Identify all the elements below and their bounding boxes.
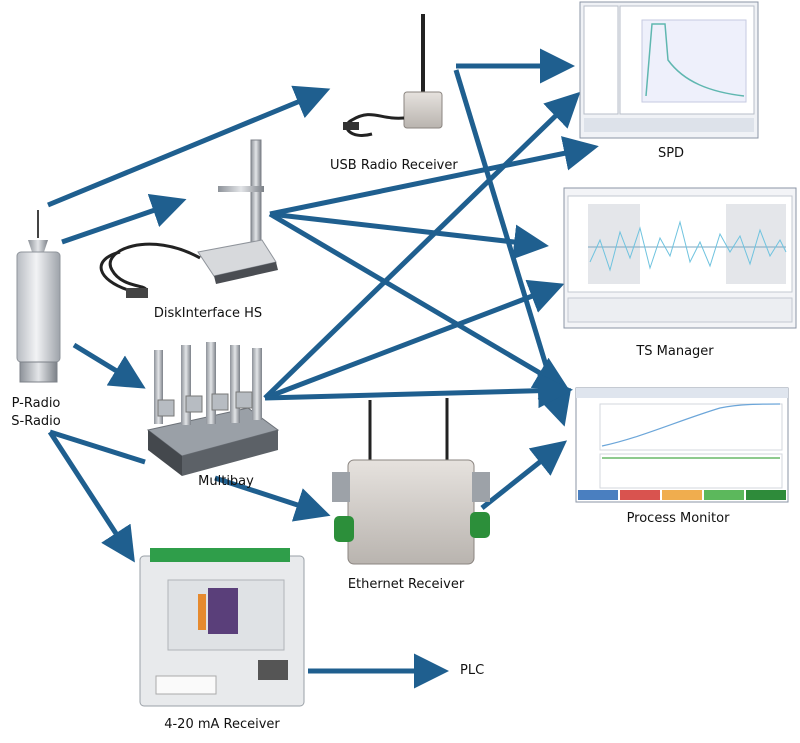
edge-multibay-side bbox=[49, 429, 146, 465]
multibay-device bbox=[146, 342, 280, 476]
edge-ethernet-process-monitor bbox=[480, 440, 568, 510]
label-ethernet-receiver: Ethernet Receiver bbox=[347, 577, 465, 592]
edge-multibay-spd bbox=[263, 91, 581, 400]
label-process-monitor: Process Monitor bbox=[626, 511, 730, 526]
diskinterface-hs-device bbox=[99, 139, 278, 298]
edge-diskinterface-spd bbox=[269, 136, 599, 217]
spd-window bbox=[579, 1, 759, 139]
edge-multibay-process-monitor bbox=[264, 373, 573, 409]
ethernet-receiver-device bbox=[332, 398, 490, 565]
ts-manager-window bbox=[563, 187, 797, 329]
edge-p-radio-diskinterface bbox=[61, 193, 187, 245]
edge-diskinterface-process-monitor bbox=[268, 211, 570, 391]
edges bbox=[47, 48, 599, 689]
label-diskinterface-hs: DiskInterface HS bbox=[153, 306, 263, 321]
radio-probe-device bbox=[16, 210, 61, 383]
label-spd: SPD bbox=[657, 146, 685, 161]
usb-radio-receiver-device bbox=[343, 14, 443, 137]
ma-receiver-device bbox=[139, 548, 305, 707]
label-plc: PLC bbox=[460, 663, 485, 678]
edge-multibay-ts bbox=[264, 279, 565, 401]
process-monitor-window bbox=[575, 387, 789, 503]
label-usb-radio-receiver: USB Radio Receiver bbox=[330, 158, 458, 173]
edge-p-radio-multibay bbox=[72, 342, 146, 389]
label-s-radio: S-Radio bbox=[11, 414, 61, 429]
label-p-radio: P-Radio bbox=[11, 396, 61, 411]
label-multibay: Multibay bbox=[198, 474, 254, 489]
edge-multibay-ethernet bbox=[214, 475, 331, 522]
label-ts-manager: TS Manager bbox=[636, 344, 714, 359]
label-ma-receiver: 4-20 mA Receiver bbox=[164, 717, 280, 732]
edge-diskinterface-ts bbox=[269, 211, 549, 260]
edge-p-radio-ma-receiver bbox=[47, 430, 135, 563]
edge-p-radio-usb bbox=[47, 85, 331, 208]
